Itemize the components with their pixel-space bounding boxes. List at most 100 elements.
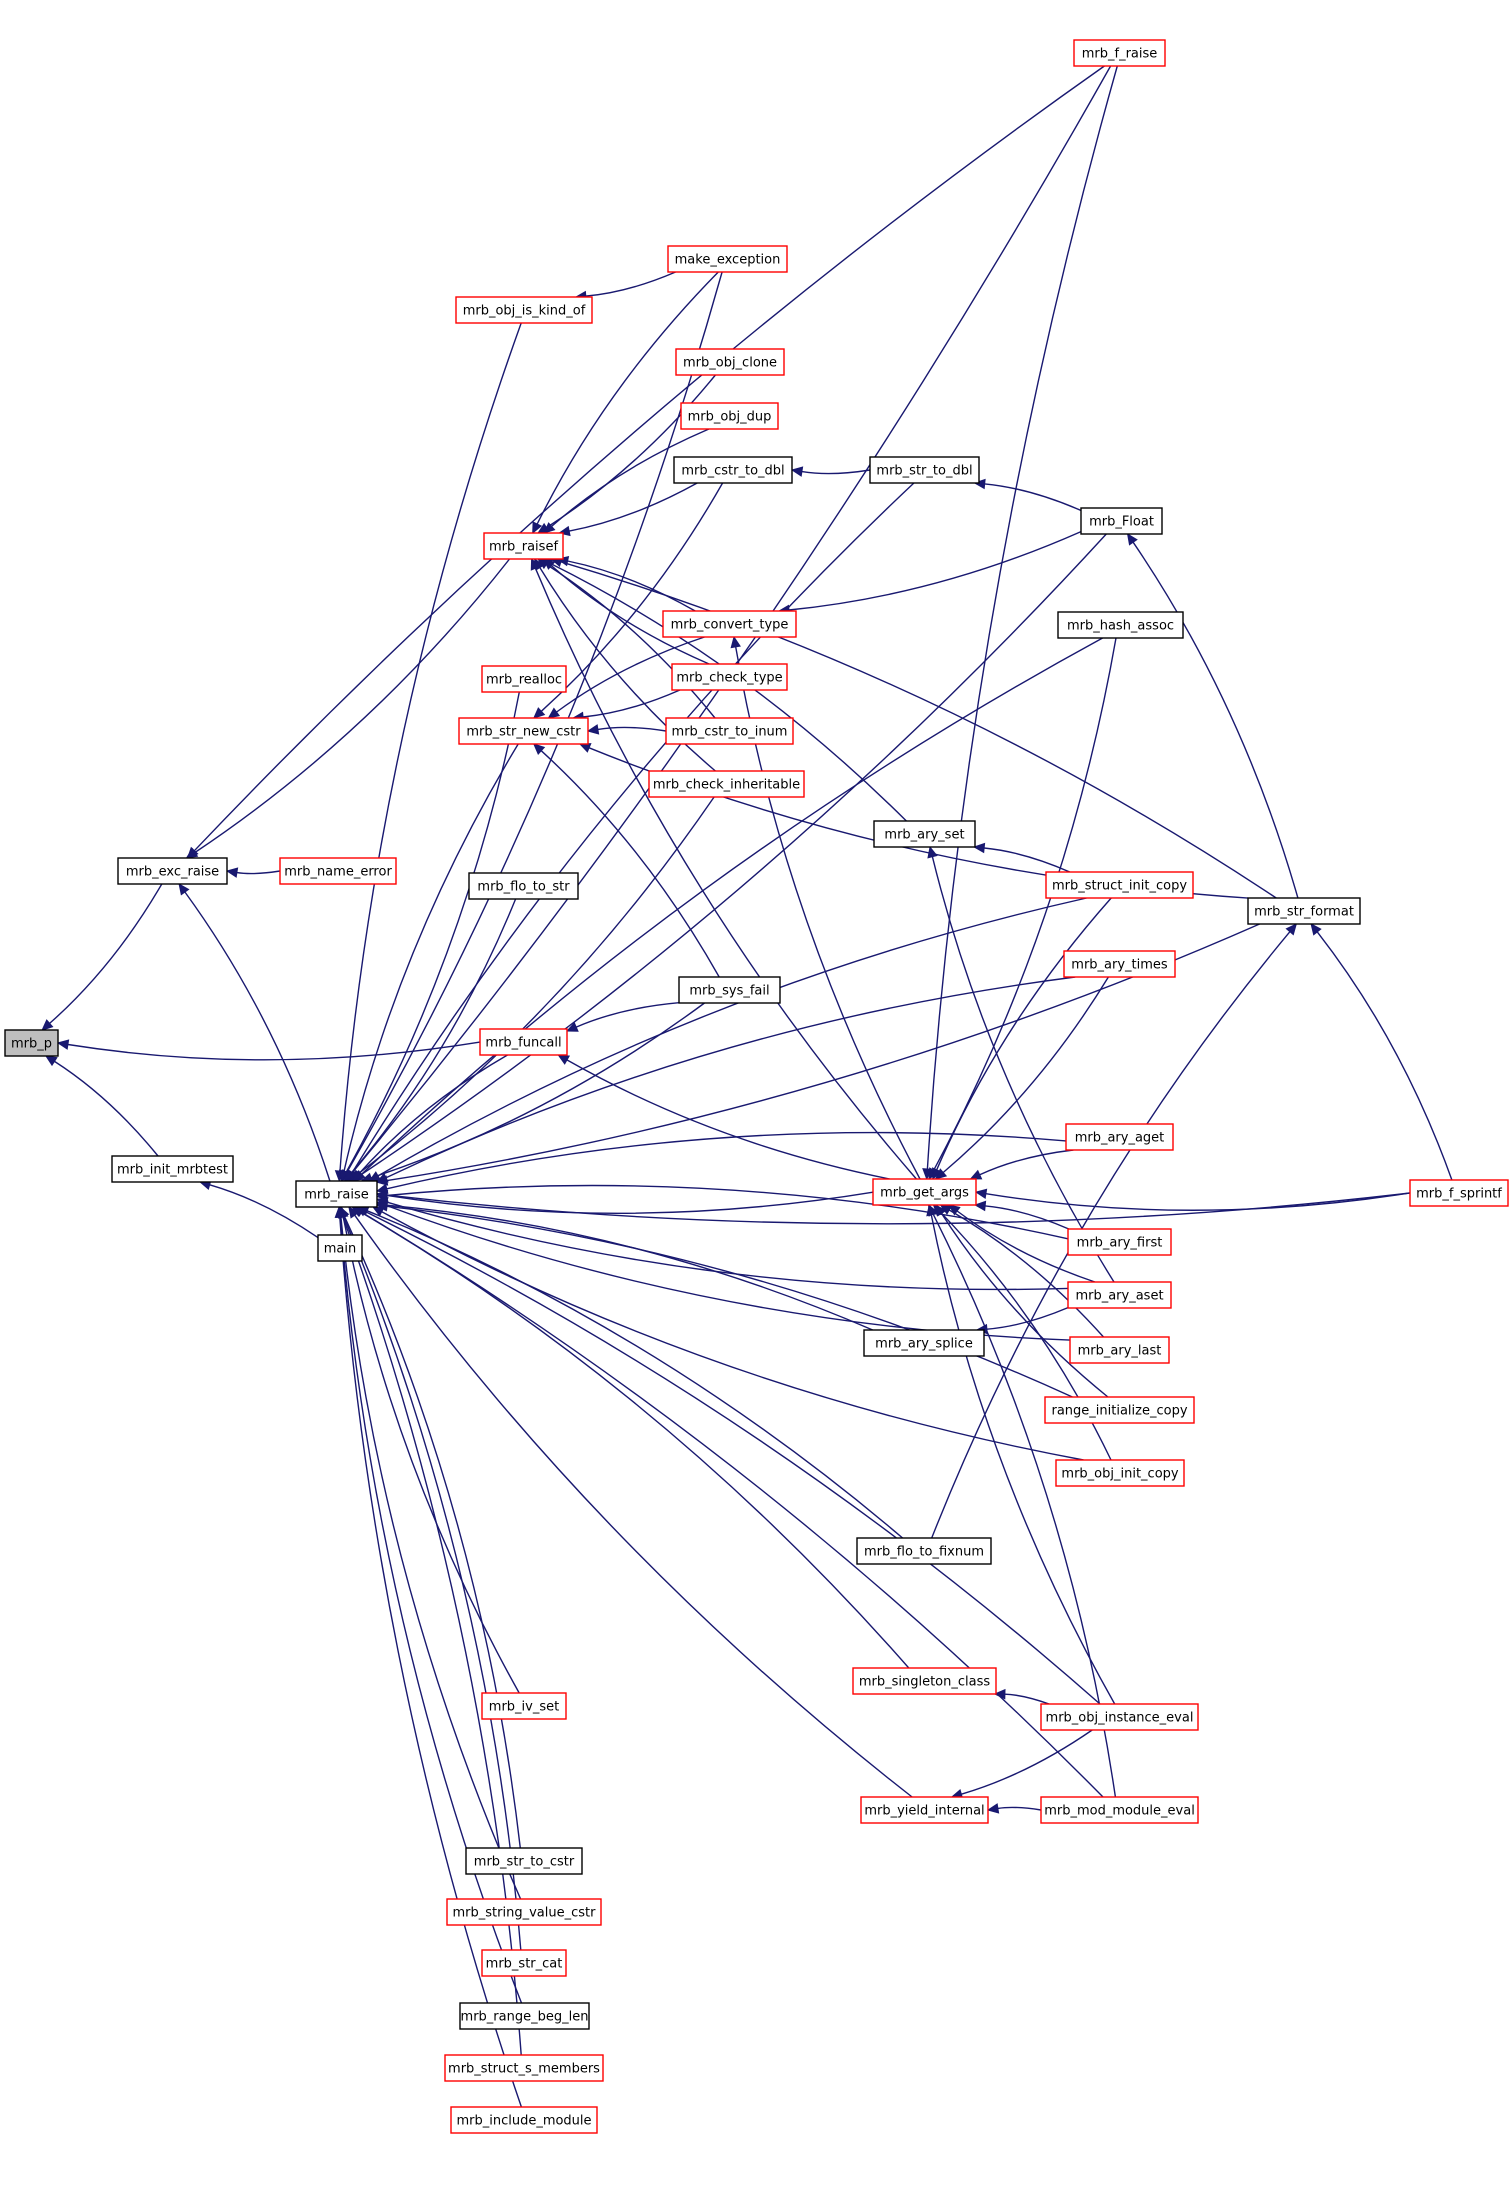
node-box (459, 2002, 590, 2030)
node-label: mrb_raise (304, 1188, 368, 1203)
node-mrb_init_mrbtest: mrb_init_mrbtest (111, 1155, 234, 1183)
edge-line (184, 891, 331, 1182)
arrowhead-icon (790, 466, 804, 477)
node-label: mrb_str_new_cstr (466, 725, 581, 740)
node-mrb_obj_is_kind_of[interactable]: mrb_obj_is_kind_of (455, 296, 593, 324)
arrowhead-icon (532, 743, 546, 756)
node-mrb_str_cat[interactable]: mrb_str_cat (481, 1949, 567, 1977)
edge-mrb_convert_type-to-mrb_str_new_cstr (547, 636, 705, 719)
edge-line (788, 530, 1082, 611)
edge-mrb_struct_init_copy-to-mrb_raise (368, 897, 1087, 1182)
node-mrb_ary_first[interactable]: mrb_ary_first (1067, 1228, 1172, 1256)
node-mrb_str_new_cstr[interactable]: mrb_str_new_cstr (458, 717, 589, 745)
node-mrb_str_to_cstr: mrb_str_to_cstr (465, 1847, 583, 1875)
node-mrb_name_error[interactable]: mrb_name_error (279, 857, 397, 885)
node-box (481, 665, 567, 693)
node-mrb_funcall[interactable]: mrb_funcall (479, 1028, 568, 1056)
node-mrb_check_type[interactable]: mrb_check_type (671, 663, 788, 691)
node-mrb_ary_aget[interactable]: mrb_ary_aget (1065, 1123, 1174, 1151)
node-label: mrb_singleton_class (859, 1675, 991, 1690)
node-mrb_iv_set[interactable]: mrb_iv_set (481, 1692, 567, 1720)
edge-line (343, 743, 519, 1172)
node-mrb_cstr_to_inum[interactable]: mrb_cstr_to_inum (665, 717, 794, 745)
node-mrb_include_module[interactable]: mrb_include_module (450, 2106, 598, 2134)
node-mrb_ary_aset[interactable]: mrb_ary_aset (1067, 1281, 1172, 1309)
node-mrb_f_raise[interactable]: mrb_f_raise (1073, 39, 1166, 67)
edge-mrb_get_args-to-mrb_raisef (530, 557, 917, 1180)
node-mrb_convert_type[interactable]: mrb_convert_type (662, 610, 797, 638)
edge-line (979, 1149, 1074, 1176)
node-box (1067, 1228, 1172, 1256)
edge-line (942, 976, 1109, 1174)
edge-line (386, 1131, 1067, 1190)
node-mrb_obj_dup[interactable]: mrb_obj_dup (680, 402, 779, 430)
node-mrb_realloc[interactable]: mrb_realloc (481, 665, 567, 693)
node-box (1055, 1459, 1185, 1487)
edge-line (926, 65, 1118, 1170)
node-mrb_check_inheritable[interactable]: mrb_check_inheritable (648, 770, 805, 798)
edge-line (339, 322, 522, 1172)
edge-line (984, 847, 1071, 873)
arrowhead-icon (578, 743, 592, 753)
edge-mrb_Float-to-mrb_convert_type (777, 530, 1082, 616)
edge-line (386, 1201, 1069, 1291)
node-box (1069, 1336, 1170, 1364)
node-mrb_raise: mrb_raise (295, 1180, 378, 1208)
node-mrb_flo_to_str: mrb_flo_to_str (468, 872, 579, 900)
node-mrb_struct_s_members[interactable]: mrb_struct_s_members (444, 2054, 604, 2082)
edge-mrb_ary_aset-to-mrb_ary_set (927, 845, 1115, 1283)
node-label: mrb_cstr_to_dbl (681, 464, 784, 479)
arrowhead-icon (993, 1688, 1006, 1700)
arrowhead-icon (225, 867, 239, 878)
node-box (869, 456, 980, 484)
node-box (671, 663, 788, 691)
node-mrb_obj_instance_eval[interactable]: mrb_obj_instance_eval (1040, 1703, 1199, 1731)
node-mrb_ary_last[interactable]: mrb_ary_last (1069, 1336, 1170, 1364)
edge-line (985, 1205, 1070, 1230)
edge-line (364, 1210, 1101, 1705)
node-mrb_yield_internal[interactable]: mrb_yield_internal (860, 1796, 989, 1824)
node-mrb_struct_init_copy[interactable]: mrb_struct_init_copy (1045, 871, 1194, 899)
node-box (465, 1847, 583, 1875)
arrowhead-icon (565, 1021, 579, 1032)
edge-mrb_singleton_class-to-mrb_raise (351, 1206, 910, 1669)
node-label: mrb_str_format (1254, 905, 1354, 920)
node-range_initialize_copy[interactable]: range_initialize_copy (1044, 1396, 1195, 1424)
edge-line (997, 1806, 1042, 1811)
node-mrb_raisef[interactable]: mrb_raisef (483, 532, 564, 560)
node-mrb_obj_clone[interactable]: mrb_obj_clone (675, 348, 785, 376)
edge-mrb_flo_to_str-to-mrb_raise (343, 898, 517, 1182)
node-mrb_obj_init_copy[interactable]: mrb_obj_init_copy (1055, 1459, 1185, 1487)
edge-line (956, 1210, 1096, 1283)
edge-line (536, 271, 719, 525)
node-mrb_string_value_cstr[interactable]: mrb_string_value_cstr (446, 1898, 602, 1926)
node-box (468, 872, 579, 900)
node-mrb_sys_fail: mrb_sys_fail (678, 976, 781, 1004)
edge-line (961, 1729, 1093, 1795)
arrowhead-icon (972, 842, 986, 854)
arrowhead-icon (730, 635, 741, 649)
edge-line (948, 1209, 1105, 1338)
node-mrb_get_args[interactable]: mrb_get_args (872, 1178, 977, 1206)
node-label: mrb_obj_dup (688, 410, 772, 425)
edge-mrb_struct_init_copy-to-mrb_get_args (932, 897, 1112, 1181)
edge-mrb_convert_type-to-mrb_raisef (556, 555, 696, 612)
node-label: mrb_cstr_to_inum (672, 725, 788, 740)
edge-line (54, 1060, 159, 1157)
node-box (481, 1692, 567, 1720)
node-make_exception[interactable]: make_exception (667, 245, 788, 273)
edge-line (358, 1054, 508, 1174)
edge-line (1316, 931, 1453, 1181)
node-mrb_f_sprintf[interactable]: mrb_f_sprintf (1409, 1179, 1509, 1207)
node-mrb_mod_module_eval[interactable]: mrb_mod_module_eval (1040, 1796, 1199, 1824)
node-label: mrb_ary_first (1077, 1236, 1163, 1251)
node-mrb_ary_times[interactable]: mrb_ary_times (1063, 950, 1176, 978)
node-mrb_singleton_class[interactable]: mrb_singleton_class (852, 1667, 997, 1695)
node-mrb_ary_splice: mrb_ary_splice (863, 1329, 985, 1357)
edge-line (366, 1210, 904, 1539)
arrowhead-icon (532, 521, 543, 535)
node-label: mrb_obj_clone (683, 356, 777, 371)
node-box (872, 1178, 977, 1206)
edge-line (339, 1216, 523, 2004)
